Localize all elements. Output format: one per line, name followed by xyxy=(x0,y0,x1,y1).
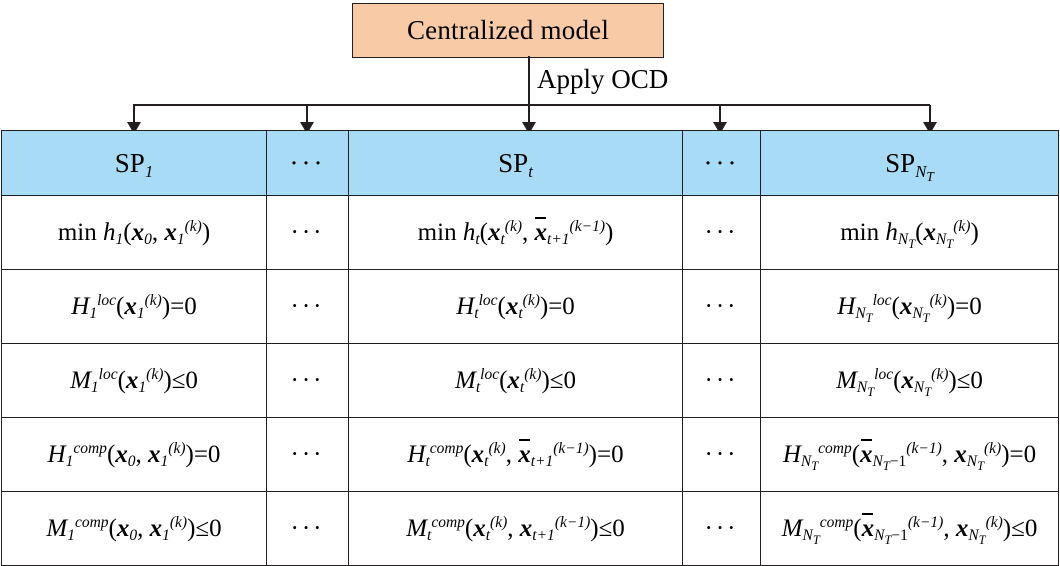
header-cell-ellipsis-1: ··· xyxy=(266,130,349,196)
formula-local-ineq-sp1: M1loc(x1(k))≤0 xyxy=(70,365,198,397)
header-cell-sp1: SP1 xyxy=(1,130,267,196)
header-spt-text: SPt xyxy=(498,147,533,181)
ellipsis-text: ··· xyxy=(704,514,739,542)
header-sp1-text: SP1 xyxy=(114,147,154,181)
ellipsis-text: ··· xyxy=(290,514,325,542)
cell-coupling-ineq-spt: Mtcomp(xt(k), xt+1(k−1))≤0 xyxy=(348,491,683,566)
ellipsis-text: ··· xyxy=(289,147,326,178)
cell-objective-dots-1: ··· xyxy=(266,195,349,270)
ellipsis-text: ··· xyxy=(290,440,325,468)
cell-coupling-eq-spnt: HNTcomp(xNT−1(k−1), xNT(k))=0 xyxy=(760,417,1059,492)
formula-objective-spnt: min hNT(xNT(k)) xyxy=(840,217,979,252)
cell-coupling-eq-dots-2: ··· xyxy=(682,417,761,492)
header-cell-ellipsis-2: ··· xyxy=(682,130,761,196)
cell-coupling-ineq-spnt: MNTcomp(xNT−1(k−1), xNT(k))≤0 xyxy=(760,491,1059,566)
table-row: min h1(x0, x1(k)) ··· min ht(xt(k), xt+1… xyxy=(1,195,1059,270)
arrow-drop-5 xyxy=(929,105,931,124)
cell-local-eq-spt: Htloc(xt(k))=0 xyxy=(348,269,683,344)
cell-objective-dots-2: ··· xyxy=(682,195,761,270)
cell-objective-spt: min ht(xt(k), xt+1(k−1)) xyxy=(348,195,683,270)
cell-local-ineq-spnt: MNTloc(xNT(k))≤0 xyxy=(760,343,1059,418)
formula-coupling-eq-spnt: HNTcomp(xNT−1(k−1), xNT(k))=0 xyxy=(782,439,1037,474)
cell-coupling-ineq-dots-1: ··· xyxy=(266,491,349,566)
ellipsis-text: ··· xyxy=(290,218,325,246)
trunk-connector-line xyxy=(528,56,530,105)
ellipsis-text: ··· xyxy=(704,366,739,394)
cell-local-eq-dots-2: ··· xyxy=(682,269,761,344)
formula-local-ineq-spnt: MNTloc(xNT(k))≤0 xyxy=(836,365,983,400)
ellipsis-text: ··· xyxy=(704,292,739,320)
arrow-drop-3 xyxy=(528,105,530,124)
cell-coupling-eq-spt: Htcomp(xt(k), xt+1(k−1))=0 xyxy=(348,417,683,492)
ellipsis-text: ··· xyxy=(290,366,325,394)
formula-coupling-ineq-sp1: M1comp(x0, x1(k))≤0 xyxy=(46,513,222,545)
formula-objective-spt: min ht(xt(k), xt+1(k−1)) xyxy=(417,217,614,249)
cell-coupling-eq-sp1: H1comp(x0, x1(k))=0 xyxy=(1,417,267,492)
formula-local-ineq-spt: Mtloc(xt(k))≤0 xyxy=(455,365,576,397)
formula-coupling-eq-spt: Htcomp(xt(k), xt+1(k−1))=0 xyxy=(407,439,624,471)
cell-local-eq-spnt: HNTloc(xNT(k))=0 xyxy=(760,269,1059,344)
cell-local-eq-dots-1: ··· xyxy=(266,269,349,344)
header-cell-spt: SPt xyxy=(348,130,683,196)
formula-local-eq-spt: Htloc(xt(k))=0 xyxy=(456,291,575,323)
cell-local-ineq-dots-1: ··· xyxy=(266,343,349,418)
cell-objective-spnt: min hNT(xNT(k)) xyxy=(760,195,1059,270)
header-spnt-text: SPNT xyxy=(885,147,934,185)
arrow-drop-4 xyxy=(719,105,721,124)
cell-coupling-eq-dots-1: ··· xyxy=(266,417,349,492)
formula-coupling-ineq-spnt: MNTcomp(xNT−1(k−1), xNT(k))≤0 xyxy=(781,513,1038,548)
cell-coupling-ineq-sp1: M1comp(x0, x1(k))≤0 xyxy=(1,491,267,566)
table-row: H1loc(x1(k))=0 ··· Htloc(xt(k))=0 ··· HN… xyxy=(1,269,1059,344)
formula-local-eq-sp1: H1loc(x1(k))=0 xyxy=(71,291,197,323)
subproblem-table: SP1 ··· SPt ··· SPNT min h1(x0, x1(k)) xyxy=(1,130,1059,566)
header-cell-spnt: SPNT xyxy=(760,130,1059,196)
ellipsis-text: ··· xyxy=(290,292,325,320)
formula-objective-sp1: min h1(x0, x1(k)) xyxy=(57,217,211,249)
ellipsis-text: ··· xyxy=(704,218,739,246)
apply-ocd-label: Apply OCD xyxy=(537,64,669,94)
cell-local-ineq-spt: Mtloc(xt(k))≤0 xyxy=(348,343,683,418)
centralized-model-box: Centralized model xyxy=(352,3,664,58)
ellipsis-text: ··· xyxy=(703,147,740,178)
cell-local-ineq-dots-2: ··· xyxy=(682,343,761,418)
ellipsis-text: ··· xyxy=(704,440,739,468)
formula-coupling-ineq-spt: Mtcomp(xt(k), xt+1(k−1))≤0 xyxy=(406,513,625,545)
cell-local-ineq-sp1: M1loc(x1(k))≤0 xyxy=(1,343,267,418)
distribution-bus-line xyxy=(133,104,930,106)
cell-objective-sp1: min h1(x0, x1(k)) xyxy=(1,195,267,270)
table-row: M1loc(x1(k))≤0 ··· Mtloc(xt(k))≤0 ··· MN… xyxy=(1,343,1059,418)
arrow-drop-1 xyxy=(133,105,135,124)
cell-local-eq-sp1: H1loc(x1(k))=0 xyxy=(1,269,267,344)
formula-coupling-eq-sp1: H1comp(x0, x1(k))=0 xyxy=(47,439,221,471)
centralized-model-label: Centralized model xyxy=(406,15,610,45)
formula-local-eq-spnt: HNTloc(xNT(k))=0 xyxy=(837,291,982,326)
arrow-drop-2 xyxy=(306,105,308,124)
table-row: M1comp(x0, x1(k))≤0 ··· Mtcomp(xt(k), xt… xyxy=(1,491,1059,566)
table-row: H1comp(x0, x1(k))=0 ··· Htcomp(xt(k), xt… xyxy=(1,417,1059,492)
table-header-row: SP1 ··· SPt ··· SPNT xyxy=(1,130,1059,196)
cell-coupling-ineq-dots-2: ··· xyxy=(682,491,761,566)
